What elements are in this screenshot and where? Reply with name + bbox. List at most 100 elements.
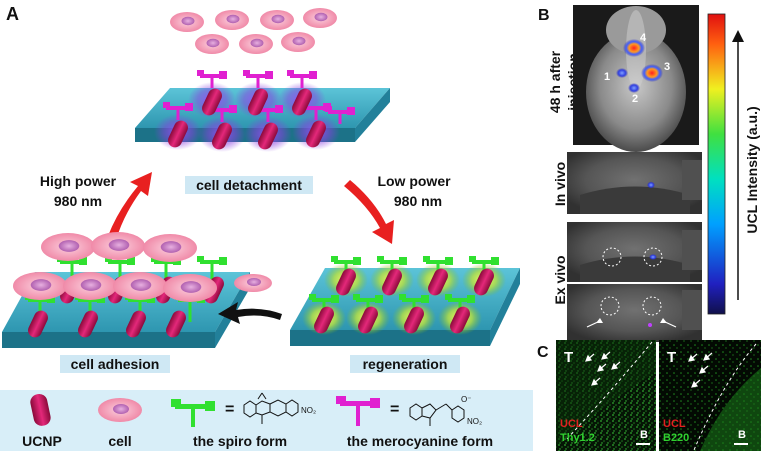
thy-b: B [640,429,648,441]
ucnp-particle [78,310,98,338]
detached-cells [170,8,337,54]
b220-ucl: UCL [663,418,686,430]
ucnp-particle [336,268,356,296]
mark-4: 4 [640,32,647,44]
adhered-cell [13,272,67,300]
ucnp-particle [404,306,424,334]
ucnp-particle [382,268,402,296]
b220-t: T [667,349,676,366]
panel-c-letter: C [537,344,549,361]
ucnp-particle [126,310,146,338]
svg-text:Ex vivo: Ex vivo [552,255,568,304]
merocyanine-molecule [325,106,355,124]
regen-label: regeneration [363,356,448,372]
ucnp-particle [28,310,48,338]
row-label-ex-vivo: Ex vivo [552,255,568,304]
legend-ucnp-label: UCNP [22,433,62,449]
adhered-cell [41,233,95,261]
ucnp-particle [306,120,326,148]
ucnp-particle [212,122,232,150]
thy-marker: Thy1.2 [560,432,595,444]
adhered-cell [143,234,197,262]
ucnp-particle [450,306,470,334]
high-power-arrow [108,172,152,240]
detach-label: cell detachment [196,177,302,193]
legend-mero-label: the merocyanine form [347,433,493,449]
high-power-nm: 980 nm [54,193,102,209]
adhered-cell [91,232,145,260]
thy-ucl: UCL [560,418,583,430]
detached-cell [303,8,337,28]
low-power-nm: 980 nm [394,193,442,209]
colorbar-arrowhead [732,30,744,42]
colorbar-label-group: UCL Intensity (a.u.) [744,106,760,233]
ucnp-particle [314,306,334,334]
detached-cell [281,32,315,52]
adhesion-label-bg [60,355,170,373]
ucnp-particle [248,88,268,116]
colorbar [707,13,726,315]
detach-label-bg [185,176,313,194]
merocyanine-molecule [287,70,317,88]
detached-cell [239,34,273,54]
ucnp-particle [292,88,312,116]
merocyanine-molecule [243,70,273,88]
svg-text:In vivo: In vivo [552,162,568,206]
spiro-molecule [197,256,227,284]
adhered-cell [163,274,217,302]
panel-b-letter: B [538,7,550,24]
high-power-label: High power [40,173,117,189]
micrograph-b220: T UCL B220 B [659,340,761,451]
legend-spiro-eq: = [225,401,234,418]
merocyanine-molecule [197,70,227,88]
detached-cell [195,34,229,54]
ucnp-particle [168,120,188,148]
legend-spiro-no2: NO₂ [301,406,316,415]
legend-cell-label: cell [108,433,131,449]
regeneration-ucnp-particles [314,268,494,334]
in-vivo-image [567,152,702,214]
regen-label-bg [350,355,460,373]
colorbar-label: UCL Intensity (a.u.) [744,106,760,233]
thy-t: T [564,349,573,366]
detached-cell [260,10,294,30]
ex-vivo-image-2 [567,284,702,342]
legend-ucnp: UCNP [22,393,62,449]
low-power-label: Low power [377,173,451,189]
legend-mero: = O⁻ NO₂ the merocyanine form [336,395,493,449]
ucnp-particle [474,268,494,296]
ucnp-particle [358,306,378,334]
legend-cell: cell [98,398,142,449]
legend-spiro: = NO₂ the spiro form [171,392,316,449]
legend-mero-ominus: O⁻ [461,395,471,404]
mark-3: 3 [664,61,670,73]
top-ucnp-particles [168,88,326,150]
black-arrow [218,302,282,324]
detached-cell [170,12,204,32]
low-power-arrow [344,180,394,244]
ucnp-particle [202,88,222,116]
b220-marker: B220 [663,432,689,444]
row-label-in-vivo: In vivo [552,162,568,206]
b220-b: B [738,429,746,441]
ucnp-particle [428,268,448,296]
ucnp-particle [258,122,278,150]
detached-cell [215,10,249,30]
mark-1: 1 [604,71,610,83]
legend-mero-eq: = [390,401,399,418]
panel-a-letter: A [6,4,19,24]
legend-mero-no2: NO₂ [467,417,482,426]
ex-vivo-image-1 [567,222,702,282]
free-cell [234,274,272,292]
micrograph-thy12: T UCL Thy1.2 B [556,340,656,451]
adhered-cells [13,232,217,302]
legend-bg [0,390,533,451]
legend-spiro-label: the spiro form [193,433,287,449]
adhered-cell [63,272,117,300]
merocyanine-molecule [163,102,193,120]
adhesion-label: cell adhesion [71,356,160,372]
svg-text:48 h after: 48 h after [547,50,563,113]
ucnp-particle [166,310,186,338]
adhered-cell [113,272,167,300]
